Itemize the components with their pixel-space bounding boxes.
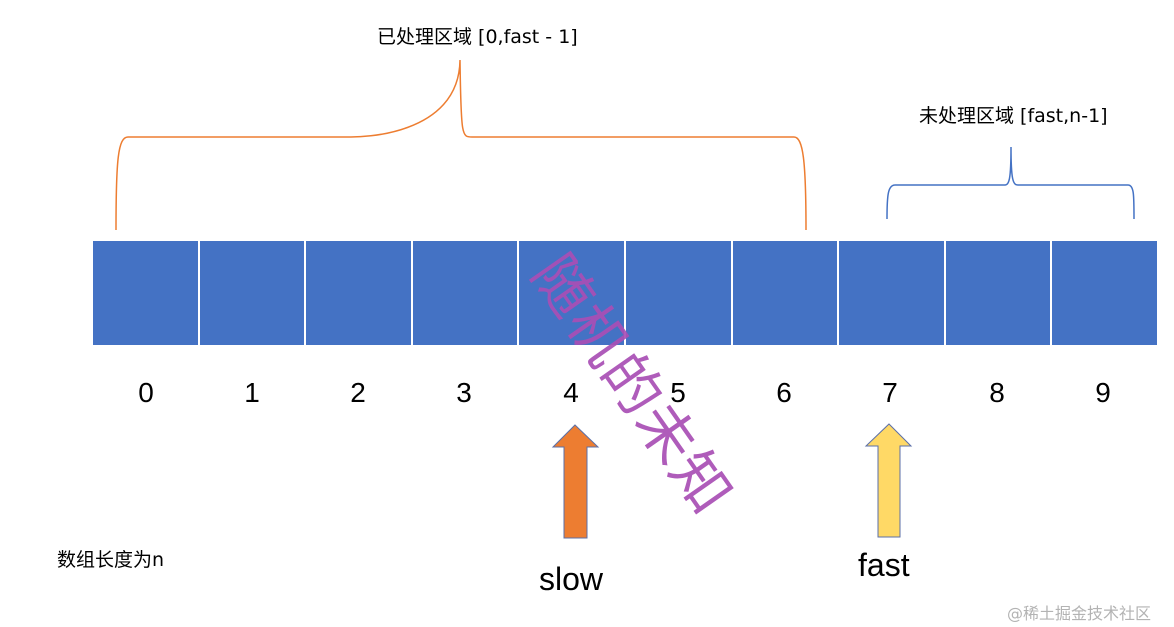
index-label: 1 xyxy=(244,377,260,408)
index-label: 5 xyxy=(670,377,686,408)
array-cell-0 xyxy=(93,241,200,345)
processed-region-label: 已处理区域 [0,fast - 1] xyxy=(377,26,578,48)
array-length-note: 数组长度为n xyxy=(57,549,165,571)
unprocessed-region-brace xyxy=(886,146,1135,220)
slow-arrow-icon xyxy=(551,424,600,539)
index-label: 6 xyxy=(776,377,792,408)
processed-region-brace xyxy=(115,59,807,231)
index-label: 9 xyxy=(1095,377,1111,408)
index-label: 7 xyxy=(882,377,898,408)
array-cell-8 xyxy=(945,241,1053,345)
index-label: 4 xyxy=(563,377,579,408)
fast-arrow-icon xyxy=(864,423,913,538)
index-label: 0 xyxy=(138,377,154,408)
unprocessed-region-label: 未处理区域 [fast,n-1] xyxy=(919,105,1108,127)
watermark: @稀土掘金技术社区 xyxy=(1007,604,1152,623)
index-label: 2 xyxy=(350,377,366,408)
slow-pointer-label: slow xyxy=(539,561,604,597)
array-cell-4 xyxy=(519,241,626,345)
array-cell-5 xyxy=(625,241,733,345)
array-cell-9 xyxy=(1052,241,1157,345)
array-cell-3 xyxy=(412,241,520,345)
array-cell-1 xyxy=(199,241,307,345)
index-label: 8 xyxy=(989,377,1005,408)
array-cell-7 xyxy=(839,241,946,345)
fast-pointer-label: fast xyxy=(858,547,910,583)
array xyxy=(93,241,1157,345)
index-label: 3 xyxy=(456,377,472,408)
array-cell-6 xyxy=(732,241,840,345)
array-cell-2 xyxy=(306,241,413,345)
